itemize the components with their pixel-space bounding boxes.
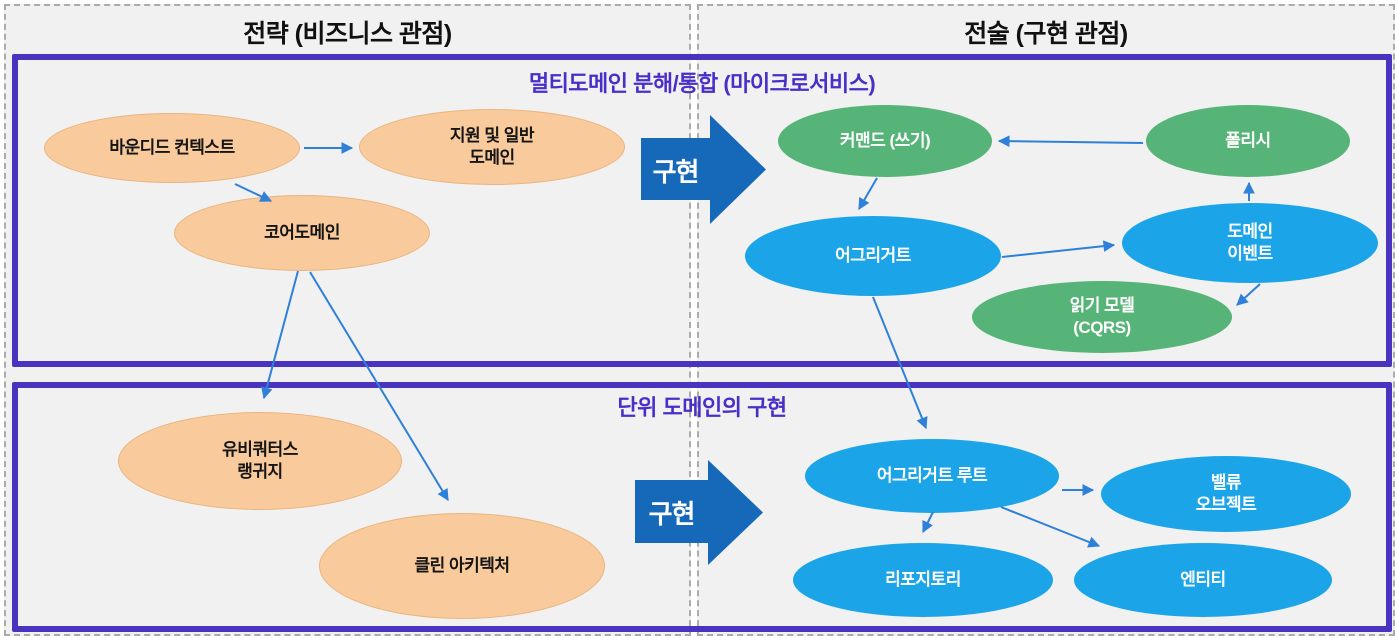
node-read-model-cqrs: 읽기 모델 (CQRS): [972, 281, 1232, 353]
node-bounded-context-label: 바운디드 컨텍스트: [109, 137, 235, 157]
node-domain-event: 도메인 이벤트: [1122, 203, 1378, 283]
node-policy-label: 폴리시: [1225, 130, 1271, 150]
node-aggregate-root: 어그리거트 루트: [805, 439, 1059, 513]
unit-domain-band-title: 단위 도메인의 구현: [617, 395, 787, 420]
node-value-object: 밸류 오브젝트: [1101, 456, 1351, 532]
multidomain-band: [12, 54, 1392, 367]
node-aggregate-root-label: 어그리거트 루트: [876, 465, 988, 485]
strategy-header: 전략 (비즈니스 관점): [243, 20, 452, 48]
node-support-general-domain: 지원 및 일반 도메인: [359, 109, 625, 185]
unit-domain-band: [12, 382, 1392, 632]
node-support-general-domain-label: 지원 및 일반 도메인: [449, 125, 535, 167]
node-ubiquitous-language: 유비쿼터스 랭귀지: [118, 412, 402, 510]
node-ubiquitous-language-label: 유비쿼터스 랭귀지: [222, 439, 298, 481]
node-value-object-label: 밸류 오브젝트: [1195, 472, 1257, 514]
node-entity-label: 엔티티: [1180, 569, 1226, 589]
node-policy: 폴리시: [1146, 105, 1350, 177]
node-command-write-label: 커맨드 (쓰기): [839, 130, 931, 150]
node-repository: 리포지토리: [793, 543, 1053, 617]
node-core-domain: 코어도메인: [174, 195, 430, 271]
impl-arrow-bottom-label: 구현: [648, 498, 696, 529]
node-core-domain-label: 코어도메인: [264, 222, 340, 242]
node-entity: 엔티티: [1074, 543, 1332, 617]
node-domain-event-label: 도메인 이벤트: [1227, 221, 1273, 263]
node-aggregate: 어그리거트: [745, 216, 1001, 296]
node-clean-architecture-label: 클린 아키텍처: [414, 555, 510, 575]
node-clean-architecture: 클린 아키텍처: [319, 513, 605, 619]
multidomain-band-title: 멀티도메인 분해/통합 (마이크로서비스): [528, 71, 876, 96]
tactics-header: 전술 (구현 관점): [964, 20, 1128, 48]
node-bounded-context: 바운디드 컨텍스트: [44, 113, 300, 183]
node-read-model-cqrs-label: 읽기 모델 (CQRS): [1069, 295, 1135, 337]
node-aggregate-label: 어그리거트: [835, 245, 911, 265]
node-command-write: 커맨드 (쓰기): [778, 105, 992, 177]
impl-arrow-top-label: 구현: [652, 156, 700, 187]
node-repository-label: 리포지토리: [885, 569, 961, 589]
